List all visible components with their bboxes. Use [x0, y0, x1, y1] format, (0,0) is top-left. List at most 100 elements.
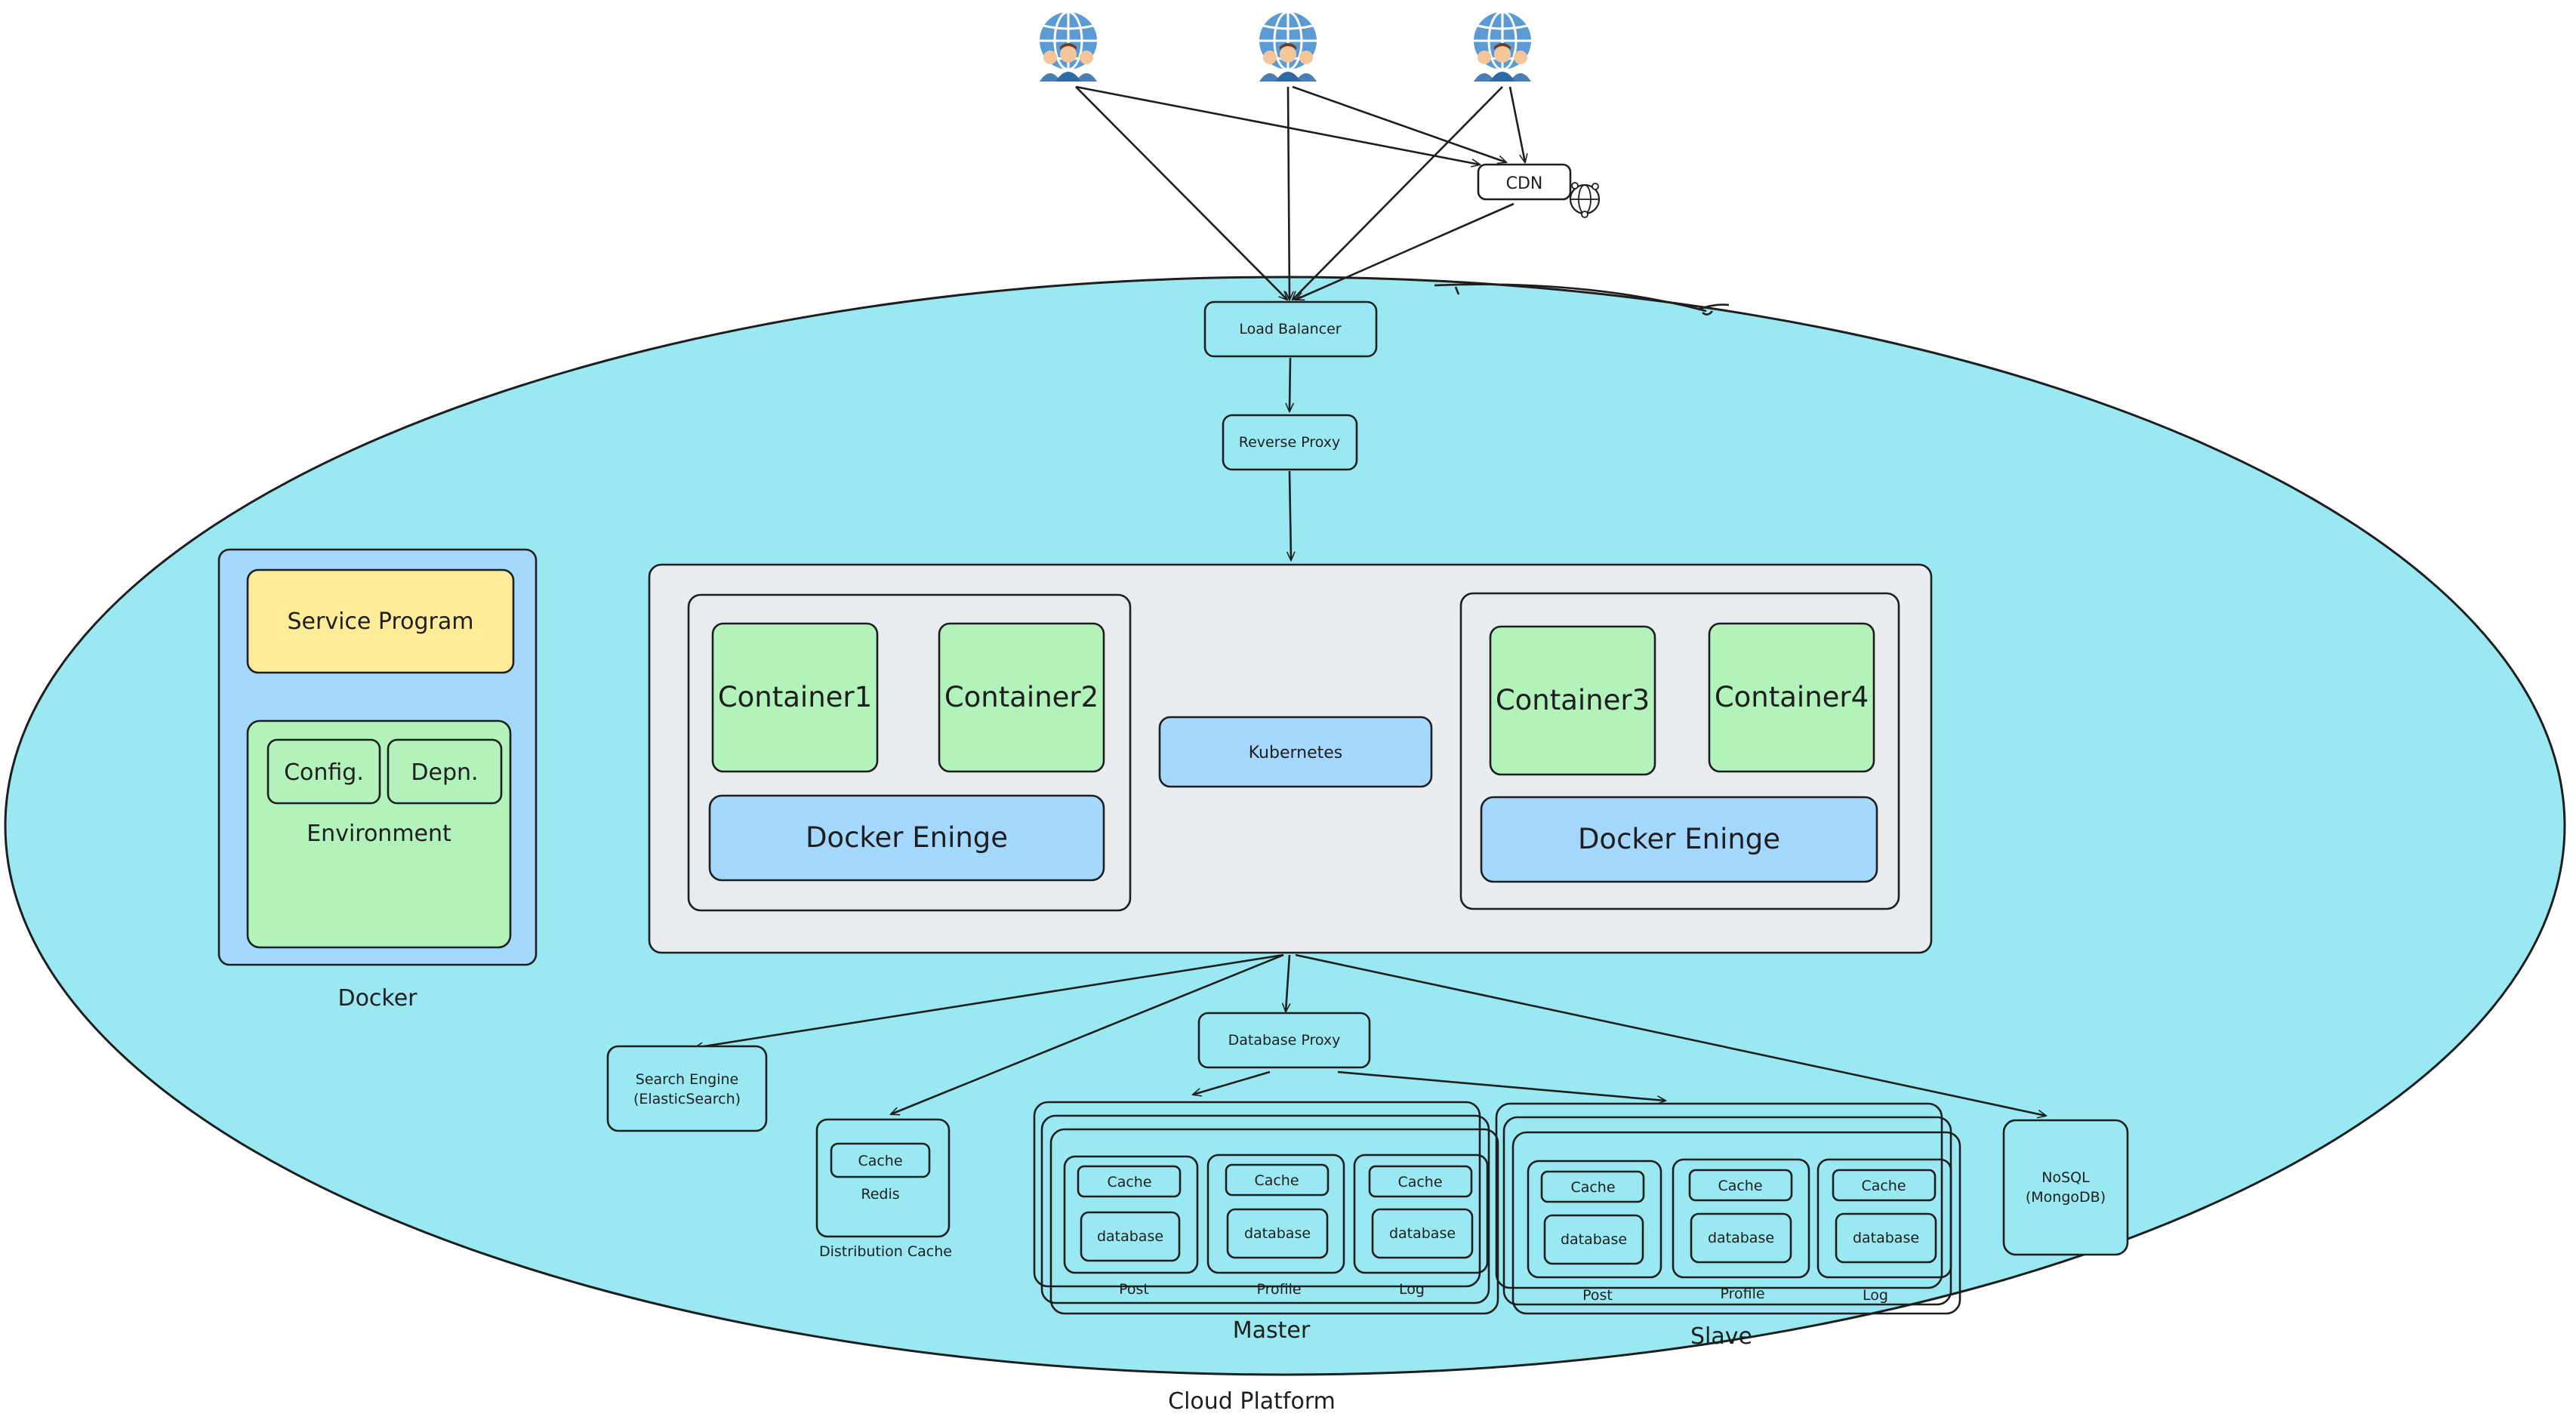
master-profile-shard: [1206, 1153, 1345, 1274]
master-log-db-box: [1371, 1208, 1474, 1259]
slave-log-db-box: [1835, 1212, 1937, 1264]
connector-arrow: [1293, 86, 1503, 300]
master-stack-layer: [1033, 1101, 1481, 1288]
connector-arrow: [695, 953, 1284, 1048]
master-stack-layer: [1049, 1128, 1499, 1315]
slave-log-shard: [1816, 1158, 1952, 1279]
cloud-platform-label: Cloud Platform: [1168, 1388, 1336, 1415]
connector-arrow: [1290, 470, 1291, 560]
depn-label: Depn.: [411, 759, 478, 786]
master-label: Master: [1233, 1317, 1311, 1344]
connector-arrow: [1288, 86, 1290, 300]
docker-engine-left-box: [708, 794, 1105, 882]
cloud-sketch-stroke: [1702, 310, 1714, 316]
users-globe-icon: [1258, 11, 1318, 83]
environment-label: Environment: [307, 821, 451, 847]
connector-arrow: [1292, 85, 1506, 162]
nosql-box: [2002, 1119, 2129, 1256]
cloud-sketch-stroke: [1434, 283, 1707, 313]
container4-box: [1708, 622, 1875, 773]
cdn-box: [1477, 163, 1572, 201]
slave-profile-shard: [1672, 1158, 1810, 1279]
connector-arrow: [1075, 85, 1480, 165]
docker-label: Docker: [337, 985, 418, 1012]
slave-stack-layer: [1495, 1102, 1943, 1289]
load-balancer-box: [1203, 300, 1378, 358]
container1-label: Container1: [718, 681, 872, 713]
slave-log-cache-box: [1832, 1169, 1937, 1202]
connector-arrow: [1508, 86, 1525, 162]
search-engine-box: [606, 1045, 768, 1132]
container1-box: [711, 622, 879, 773]
nosql-label-line2: (MongoDB): [2026, 1189, 2106, 1206]
slave-profile-label: Profile: [1720, 1286, 1764, 1302]
database-proxy-label: Database Proxy: [1228, 1032, 1341, 1049]
depn-box: [387, 738, 503, 805]
distribution-cache-label: Distribution Cache: [819, 1243, 952, 1260]
master-log-shard: [1353, 1153, 1489, 1274]
slave-post-shard: [1527, 1160, 1662, 1279]
master-log-cache-label: Cache: [1397, 1174, 1442, 1190]
master-log-db-label: database: [1389, 1225, 1456, 1242]
slave-post-db-label: database: [1561, 1231, 1627, 1248]
cdn-label: CDN: [1506, 174, 1543, 193]
redis-label: Redis: [861, 1186, 899, 1203]
container3-label: Container3: [1496, 684, 1650, 716]
redis-cache-label: Cache: [858, 1153, 902, 1169]
master-post-shard: [1063, 1155, 1199, 1274]
load-balancer-label: Load Balancer: [1239, 321, 1341, 337]
slave-post-cache-box: [1540, 1170, 1645, 1203]
master-post-db-box: [1080, 1211, 1181, 1262]
container2-label: Container2: [944, 681, 1098, 713]
cloud-sketch-stroke: [1454, 286, 1460, 295]
config-label: Config.: [284, 759, 364, 786]
docker-engine-left-label: Docker Eninge: [806, 821, 1008, 854]
slave-profile-cache-box: [1688, 1169, 1793, 1202]
config-box: [267, 738, 381, 805]
slave-label: Slave: [1690, 1323, 1752, 1350]
connector-arrow: [1075, 86, 1287, 300]
master-log-label: Log: [1399, 1281, 1425, 1298]
connector-arrow: [1193, 1070, 1271, 1095]
nosql-label-line1: NoSQL: [2041, 1169, 2090, 1186]
container3-box: [1489, 625, 1656, 776]
master-db-cluster: Cache database Cache database Cache data…: [1033, 1101, 1499, 1344]
service-program-box: [246, 568, 515, 674]
connector-arrow: [1337, 1070, 1665, 1101]
docker-engine-right-label: Docker Eninge: [1578, 823, 1780, 855]
slave-profile-db-box: [1690, 1212, 1792, 1264]
search-engine-label-line2: (ElasticSearch): [633, 1091, 741, 1107]
users-globe-icon: [1472, 11, 1533, 83]
master-post-cache-box: [1077, 1165, 1182, 1198]
globe-network-icon: [1569, 182, 1601, 218]
slave-profile-db-label: database: [1708, 1230, 1774, 1246]
slave-log-label: Log: [1863, 1287, 1888, 1304]
master-profile-cache-box: [1225, 1163, 1330, 1197]
master-stack-layer: [1040, 1114, 1490, 1304]
service-program-label: Service Program: [288, 608, 474, 635]
master-profile-db-box: [1226, 1208, 1329, 1259]
connector-arrow: [1296, 202, 1514, 301]
slave-stack-layer: [1511, 1131, 1961, 1315]
master-log-cache-box: [1368, 1165, 1473, 1198]
database-proxy-box: [1197, 1012, 1371, 1069]
slave-db-cluster: Cache database Cache database Cache data…: [1495, 1102, 1961, 1350]
kubernetes-label: Kubernetes: [1249, 744, 1343, 762]
slave-post-cache-label: Cache: [1570, 1179, 1615, 1196]
master-post-cache-label: Cache: [1107, 1174, 1151, 1190]
slave-post-db-box: [1543, 1214, 1644, 1265]
connector-arrow: [1295, 953, 2046, 1116]
reverse-proxy-label: Reverse Proxy: [1239, 434, 1340, 451]
master-post-label: Post: [1119, 1281, 1149, 1298]
slave-log-db-label: database: [1853, 1230, 1919, 1246]
connector-arrow: [891, 953, 1284, 1114]
slave-log-cache-label: Cache: [1861, 1178, 1906, 1194]
master-profile-cache-label: Cache: [1254, 1172, 1299, 1189]
container2-box: [938, 622, 1105, 773]
kubernetes-box: [1158, 716, 1433, 788]
master-profile-label: Profile: [1256, 1281, 1301, 1298]
redis-cache-box: [830, 1142, 931, 1178]
search-engine-label-line1: Search Engine: [636, 1071, 738, 1088]
